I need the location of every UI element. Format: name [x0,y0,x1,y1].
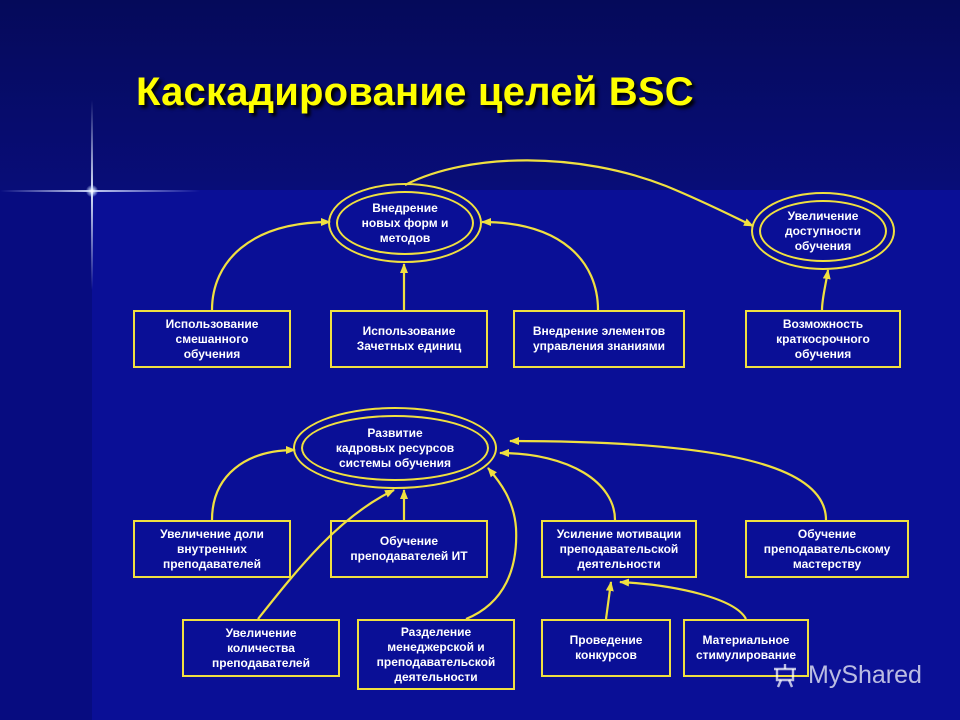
box-motivation: Усиление мотивации преподавательской дея… [541,520,697,578]
background-top-band [0,0,960,190]
box-credit-units-label: Использование Зачетных единиц [356,324,462,353]
arrow-mixed-learning-to-new-forms [210,218,331,311]
box-management-split-label: Разделение менеджерской и преподавательс… [376,624,496,684]
box-teacher-count-label: Увеличение количества преподавателей [212,625,310,670]
arrow-contests-to-motivation [604,581,614,620]
watermark: MyShared [770,660,922,690]
goal-accessibility-ellipse: Увеличение доступности обучения [751,192,895,270]
arrow-management-split-to-hr [465,467,518,621]
slide-title: Каскадирование целей BSC [136,70,694,114]
goal-accessibility-label: Увеличение доступности обучения [785,208,861,253]
box-short-term-learning-label: Возможность краткосрочного обучения [776,316,870,361]
arrow-motivation-to-hr [499,449,617,521]
box-mixed-learning: Использование смешанного обучения [133,310,291,368]
arrow-new-forms-to-accessibility [404,159,754,227]
arrow-short-term-to-accessibility [820,269,831,311]
box-material-incentives-label: Материальное стимулирование [695,633,796,662]
box-internal-teachers-share-label: Увеличение доли внутренних преподавателе… [160,526,264,571]
box-teaching-mastery-label: Обучение преподавательскому мастерству [763,526,891,571]
box-it-training-label: Обучение преподавателей ИТ [350,534,468,563]
arrow-bonus-to-motivation [619,578,747,620]
goal-new-forms-ellipse: Внедрение новых форм и методов [328,183,482,263]
sparkle-horizontal-ray [0,190,200,192]
box-contests-label: Проведение конкурсов [569,633,643,662]
watermark-text: MyShared [808,660,922,689]
arrow-mastery-to-hr [509,437,828,521]
box-motivation-label: Усиление мотивации преподавательской дея… [556,526,682,571]
arrow-teacher-count-to-hr [257,489,395,620]
goal-new-forms-label: Внедрение новых форм и методов [361,200,449,245]
box-credit-units: Использование Зачетных единиц [330,310,488,368]
box-knowledge-management-label: Внедрение элементов управления знаниями [532,324,666,353]
presentation-icon [774,664,796,688]
box-internal-teachers-share: Увеличение доли внутренних преподавателе… [133,520,291,578]
background-left-band [0,190,92,720]
box-short-term-learning: Возможность краткосрочного обучения [745,310,901,368]
box-mixed-learning-label: Использование смешанного обучения [165,316,259,361]
box-management-split: Разделение менеджерской и преподавательс… [357,619,515,690]
goal-hr-development-label: Развитие кадровых ресурсов системы обуче… [335,425,455,470]
arrow-internal-share-to-hr [210,446,296,521]
box-it-training: Обучение преподавателей ИТ [330,520,488,578]
arrow-knowledge-to-new-forms [481,218,600,311]
box-teacher-count: Увеличение количества преподавателей [182,619,340,677]
box-material-incentives: Материальное стимулирование [683,619,809,677]
box-knowledge-management: Внедрение элементов управления знаниями [513,310,685,368]
sparkle-star-icon [86,185,98,197]
box-contests: Проведение конкурсов [541,619,671,677]
goal-hr-development-ellipse: Развитие кадровых ресурсов системы обуче… [293,407,497,489]
box-teaching-mastery: Обучение преподавательскому мастерству [745,520,909,578]
